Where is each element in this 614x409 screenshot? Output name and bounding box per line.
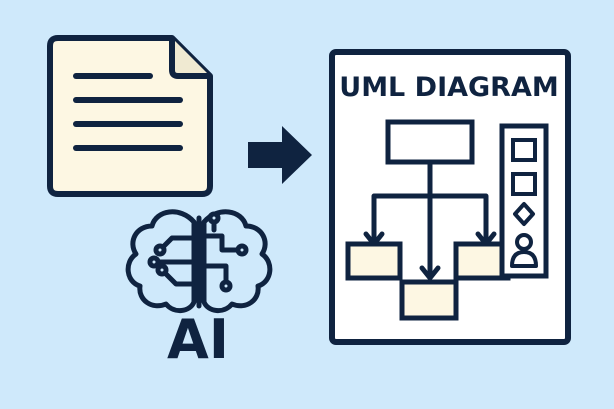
document-icon [47,35,213,197]
ai-label: AI [167,308,229,371]
uml-diagram-icon [329,49,571,345]
arrow-right-icon [248,126,312,184]
uml-diagram-title: UML DIAGRAM [339,72,559,103]
brain-circuit-icon [125,209,273,313]
